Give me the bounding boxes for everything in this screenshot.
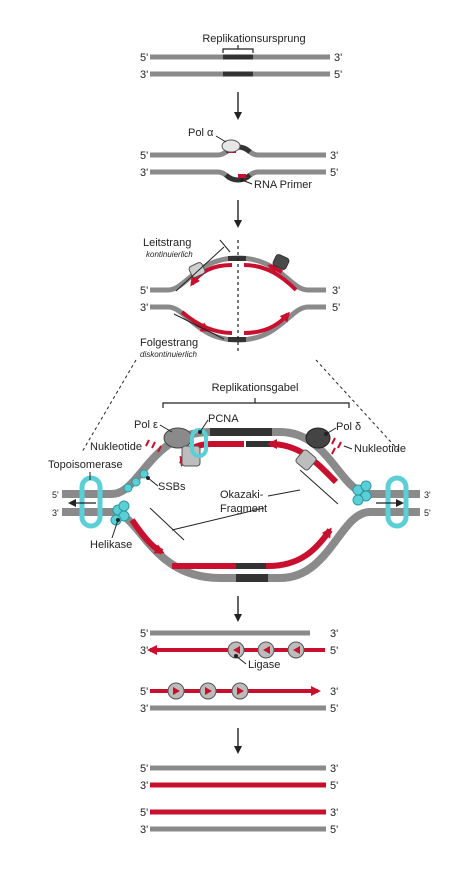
topoisomerase-icon [79, 475, 103, 529]
step-priming: Pol α RNA Primer 5' 3' 3' 5' [140, 127, 338, 191]
pcna-label: PCNA [208, 413, 239, 425]
end-label: 3' [140, 780, 148, 792]
leading-strand-left [190, 263, 233, 287]
end-label: 5' [330, 703, 338, 715]
lagging-strand-lower [171, 527, 333, 570]
polymerase-icon [163, 427, 193, 449]
okazaki-bracket [149, 507, 185, 541]
leading-strand-label: Leitstrang [143, 237, 191, 249]
end-label: 5' [330, 167, 338, 179]
end-label: 5' [140, 150, 148, 162]
end-label: 5' [140, 52, 148, 64]
end-label: 3' [140, 167, 148, 179]
ssb-icon [123, 469, 149, 493]
pol-epsilon-label: Pol ε [134, 419, 158, 431]
helicase-icon [352, 480, 372, 506]
step-result: 5' 3' 3' 5' 5' 3' 3' 5' [140, 763, 338, 836]
end-label: 5' [52, 490, 59, 500]
step-fork-detail: Replikationsgabel [48, 382, 431, 582]
ligase-label: Ligase [248, 659, 280, 671]
end-label: 3' [52, 508, 59, 518]
nucleotides-left-label: Nukleotide [90, 441, 142, 453]
strand-bottom [150, 304, 326, 343]
topoisomerase-label: Topoisomerase [48, 459, 123, 471]
origin-bracket [222, 48, 254, 53]
end-label: 3' [330, 763, 338, 775]
end-label: 3' [334, 52, 342, 64]
end-label: 3' [330, 807, 338, 819]
pol-delta-label: Pol δ [336, 421, 361, 433]
end-label: 3' [140, 645, 148, 657]
okazaki-fragment-left [129, 518, 165, 555]
end-label: 3' [140, 824, 148, 836]
rna-primer-label: RNA Primer [254, 179, 312, 191]
step-ligation: Ligase 5' 3' 3' 5' 5' 3' 3' 5' [140, 628, 338, 715]
leading-strand-sub: kontinuierlich [146, 250, 193, 259]
step-origin: Replikationsursprung 5' 3' 3' 5' [140, 33, 342, 81]
end-label: 5' [330, 824, 338, 836]
pcna-icon [190, 428, 208, 458]
end-label: 5' [140, 628, 148, 640]
fork-bracket [162, 402, 350, 408]
pol-alpha-label: Pol α [188, 127, 214, 139]
step-bubble: Leitstrang kontinuierlich Folgestrang di… [140, 237, 340, 359]
polymerase-icon [295, 449, 317, 471]
end-label: 3' [424, 490, 431, 500]
strand-top [150, 255, 326, 293]
helicase-label: Helikase [90, 539, 132, 551]
polymerase-icon [188, 262, 206, 278]
end-label: 5' [330, 645, 338, 657]
lagging-bracket [173, 313, 225, 340]
polymerase-icon [305, 427, 331, 449]
end-label: 5' [334, 69, 342, 81]
topoisomerase-icon [385, 475, 409, 529]
ssbs-label: SSBs [158, 481, 186, 493]
okazaki-label-2: Fragment [220, 503, 267, 515]
polymerase-icon [272, 254, 290, 270]
end-label: 5' [140, 285, 148, 297]
leading-strand-right [243, 311, 290, 335]
leading-bracket [175, 246, 225, 292]
end-label: 5' [140, 807, 148, 819]
lagging-strand-label: Folgestrang [140, 337, 198, 349]
end-label: 5' [330, 780, 338, 792]
zoom-line-left [81, 359, 137, 453]
okazaki-label-1: Okazaki- [220, 489, 264, 501]
fork-label: Replikationsgabel [212, 382, 299, 394]
end-label: 5' [424, 508, 431, 518]
end-label: 5' [140, 686, 148, 698]
end-label: 3' [330, 150, 338, 162]
end-label: 3' [330, 628, 338, 640]
end-label: 5' [140, 763, 148, 775]
end-label: 3' [140, 69, 148, 81]
lagging-strand-sub: diskontinuierlich [140, 350, 197, 359]
end-label: 5' [332, 302, 340, 314]
nucleotides-right-label: Nukleotide [354, 443, 406, 455]
polymerase-icon [221, 139, 241, 153]
origin-label: Replikationsursprung [202, 33, 305, 45]
zoom-line-right [315, 359, 401, 453]
nucleotide-icon [145, 439, 162, 453]
end-label: 3' [330, 686, 338, 698]
nucleotide-icon [331, 437, 342, 455]
helicase-icon [110, 500, 130, 526]
end-label: 3' [140, 302, 148, 314]
end-label: 3' [332, 285, 340, 297]
end-label: 3' [140, 703, 148, 715]
okazaki-bracket [299, 469, 339, 505]
